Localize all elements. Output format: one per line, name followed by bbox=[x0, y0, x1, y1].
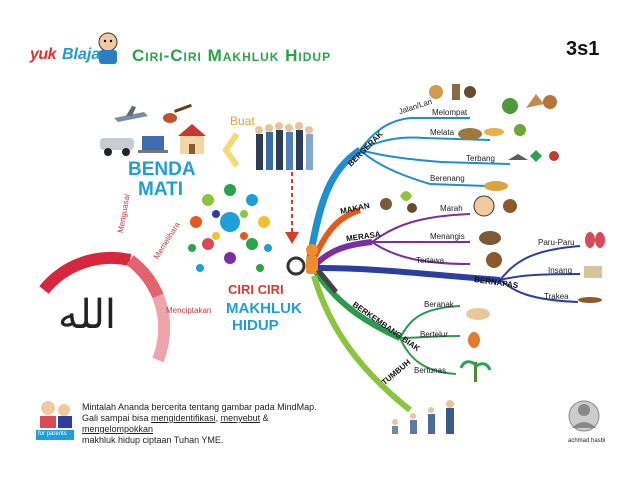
sub-line-insang bbox=[499, 273, 581, 281]
menciptakan-label: Menciptakan bbox=[166, 306, 212, 315]
benda-mati-label: BENDA MATI bbox=[128, 160, 196, 200]
lungs-icon bbox=[585, 232, 605, 248]
eating-animals-icon bbox=[380, 191, 417, 213]
sub-line-tertawa bbox=[371, 241, 471, 265]
arc-segment-memelihara bbox=[126, 255, 164, 299]
dashed-arrow bbox=[285, 172, 299, 244]
page-title: Ciri-Ciri Makhluk Hidup bbox=[132, 46, 332, 65]
parents-badge-label: for parents bbox=[38, 431, 67, 437]
mascot-icon bbox=[98, 32, 118, 64]
arc-segment-menciptakan bbox=[152, 293, 170, 363]
budding-plant-icon bbox=[459, 360, 492, 382]
instructions-text: Mintalah Ananda bercerita tentang gambar… bbox=[82, 402, 332, 446]
magnifier-character-icon bbox=[286, 244, 338, 294]
creator-arc-diagram bbox=[39, 251, 170, 363]
instruction-line-3: makhluk hidup ciptaan Tuhan YME. bbox=[82, 435, 224, 445]
branch-line-berkembangbiak bbox=[313, 270, 402, 341]
author-avatar bbox=[568, 400, 600, 432]
arc-segment-menguasai bbox=[39, 251, 132, 294]
instruction-line-1: Mintalah Ananda bercerita tentang gambar… bbox=[82, 402, 317, 412]
laptop-icon bbox=[138, 136, 168, 153]
sub-beranak: Beranak bbox=[424, 300, 454, 309]
living-things-icon-cluster bbox=[186, 184, 274, 272]
branch-line-bergerak bbox=[306, 147, 362, 259]
house-icon bbox=[178, 124, 206, 154]
sub-line-marah bbox=[371, 213, 471, 243]
sub-melata: Melata bbox=[430, 128, 455, 137]
sub-menangis: Menangis bbox=[430, 232, 465, 241]
sub-line-terbang bbox=[359, 149, 441, 163]
chevron-left-icon bbox=[222, 132, 240, 168]
car-icon bbox=[100, 138, 134, 156]
sub-terbang: Terbang bbox=[466, 154, 495, 163]
animals-birth-icon bbox=[466, 308, 490, 320]
author-name: achmad hasbi bbox=[568, 438, 606, 444]
page-code: 3s1 bbox=[566, 38, 600, 60]
sub-line-trakea bbox=[499, 279, 579, 303]
growing-people-icon bbox=[392, 400, 454, 434]
parents-badge-icon bbox=[36, 401, 74, 440]
running-animals-icon bbox=[429, 84, 476, 100]
sub-tertawa: Tertawa bbox=[416, 256, 445, 265]
swimming-fish-icon bbox=[484, 181, 508, 191]
allah-calligraphy: الله bbox=[58, 292, 116, 338]
sub-marah: Marah bbox=[440, 204, 463, 213]
crawling-animals-icon bbox=[458, 124, 526, 140]
egg-icon bbox=[468, 332, 480, 348]
sub-line-bertelur bbox=[399, 335, 461, 339]
jumping-animals-icon bbox=[502, 94, 557, 114]
angry-face-icon bbox=[473, 195, 517, 217]
laughing-monkey-icon bbox=[486, 252, 502, 268]
sub-trakea: Trakea bbox=[544, 292, 569, 301]
sub-line-bertunas bbox=[399, 337, 457, 375]
ciri-ciri-label: CIRI CIRI bbox=[228, 282, 284, 297]
logo-text-blajar: Blajar bbox=[62, 46, 107, 63]
sub-insang: Insang bbox=[548, 266, 573, 275]
object-images bbox=[100, 103, 206, 156]
makhluk-word: MAKHLUK bbox=[226, 300, 302, 317]
tree-of-life-icon bbox=[186, 184, 274, 272]
logo-text-yuk: yuk bbox=[30, 46, 57, 63]
insect-trachea-icon bbox=[578, 297, 602, 303]
guitar-icon bbox=[163, 103, 192, 123]
sub-bertelur: Bertelur bbox=[420, 330, 449, 339]
sub-bertunas: Bertunas bbox=[414, 366, 447, 375]
sub-line-jalan bbox=[359, 117, 411, 151]
sub-line-melata bbox=[359, 136, 425, 151]
workers-people-image bbox=[255, 122, 313, 170]
sub-paruparu: Paru-Paru bbox=[538, 238, 575, 247]
makhluk-hidup-label: MAKHLUK HIDUP bbox=[226, 300, 302, 334]
sub-line-paruparu bbox=[499, 245, 581, 281]
hidup-word: HIDUP bbox=[232, 317, 279, 334]
sub-line-berenang bbox=[359, 149, 431, 185]
airplane-icon bbox=[114, 106, 148, 122]
flying-animals-icon bbox=[508, 150, 559, 162]
sub-berenang: Berenang bbox=[430, 174, 465, 183]
sub-line-beranak bbox=[399, 305, 461, 339]
branch-line-merasa bbox=[311, 239, 373, 269]
branch-line-bernapas bbox=[317, 265, 501, 283]
branch-line-tumbuh bbox=[311, 275, 412, 413]
sub-melompat: Melompat bbox=[432, 108, 468, 117]
crying-animal-icon bbox=[479, 231, 501, 245]
benda-word: BENDA bbox=[128, 159, 196, 180]
mati-word: MATI bbox=[138, 179, 184, 200]
buat-label: Buat bbox=[230, 114, 255, 128]
fish-gills-icon bbox=[584, 266, 602, 278]
instruction-line-2: Gali sampai bisa mengidentifikasi, menye… bbox=[82, 413, 269, 434]
